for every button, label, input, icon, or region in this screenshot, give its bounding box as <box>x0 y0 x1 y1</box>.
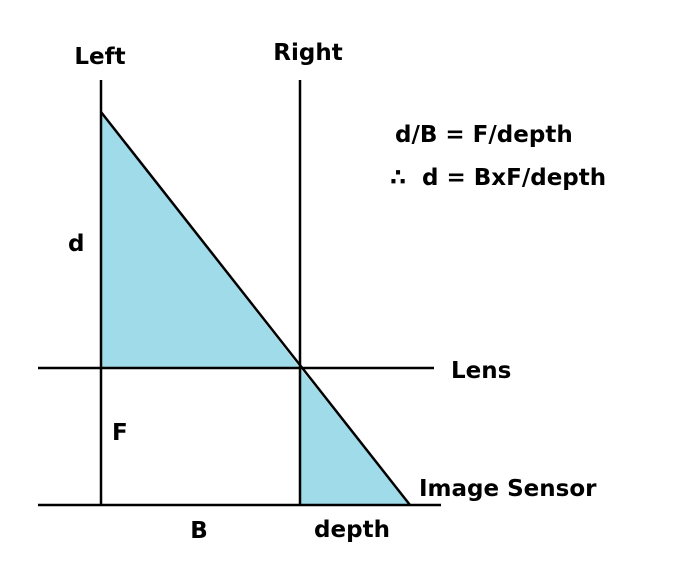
left-label: Left <box>74 44 125 70</box>
d-label: d <box>68 231 84 257</box>
lens-label: Lens <box>451 358 511 384</box>
equation-solution: ∴ d = BxF/depth <box>390 165 606 191</box>
f-label: F <box>112 420 128 446</box>
image-sensor-label: Image Sensor <box>419 476 597 502</box>
b-label: B <box>190 518 208 544</box>
right-label: Right <box>273 40 342 66</box>
depth-label: depth <box>314 517 390 543</box>
equation-ratio: d/B = F/depth <box>395 122 573 148</box>
projection-ray-line <box>100 111 411 506</box>
